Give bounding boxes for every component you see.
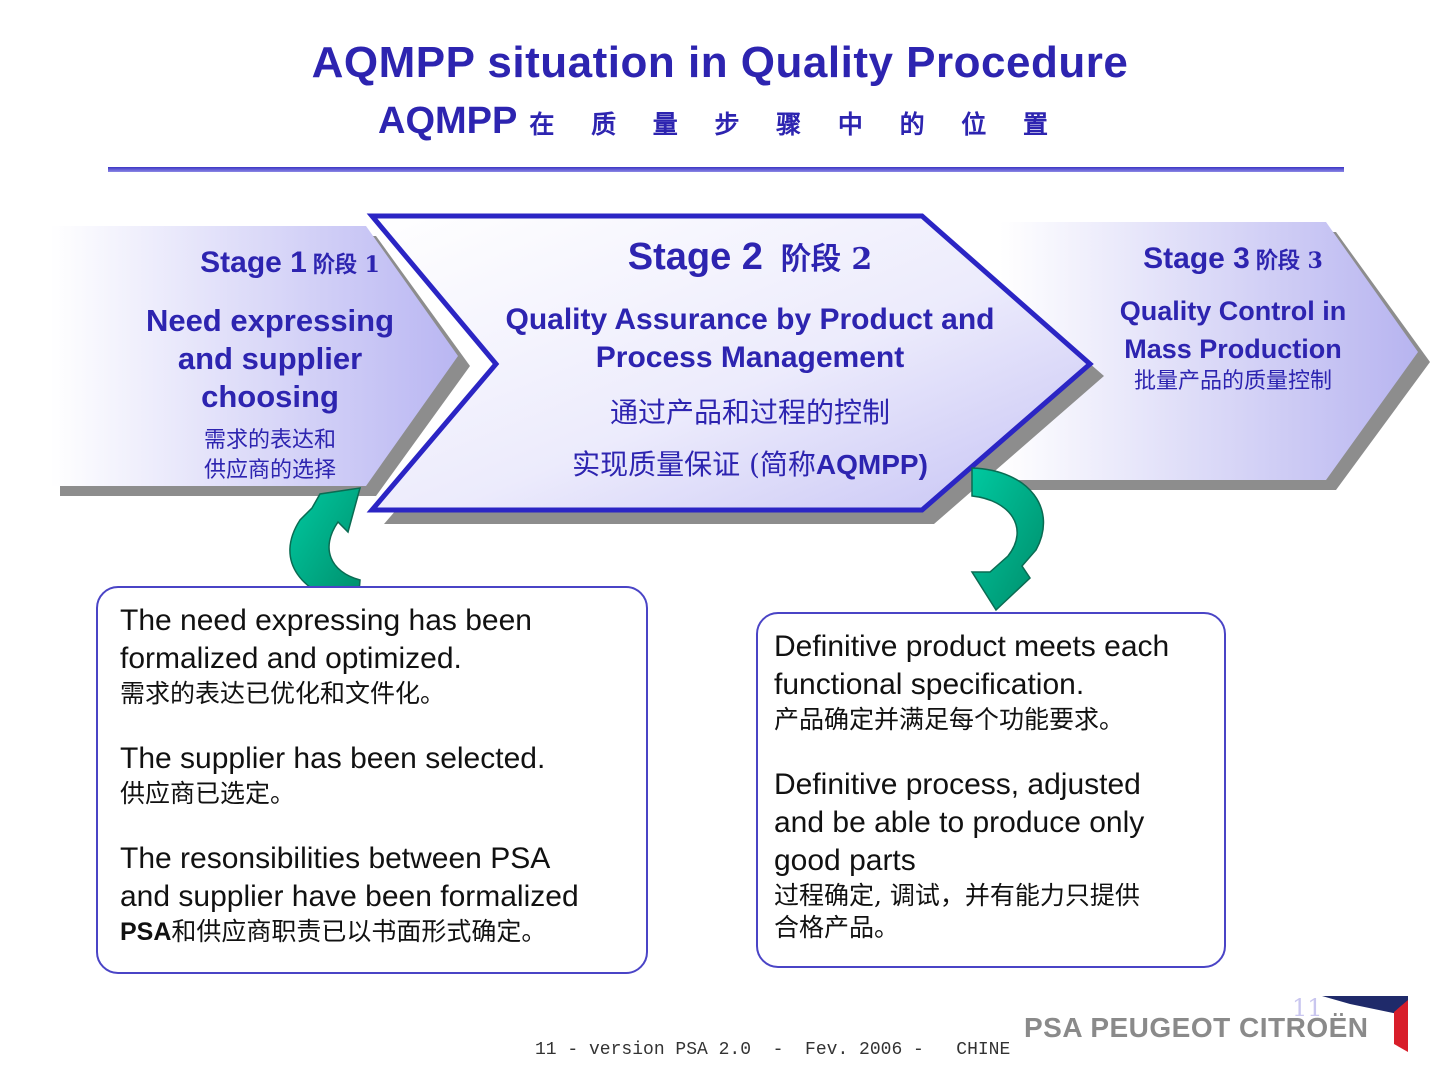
stage2-label-cn: 阶段 2 bbox=[780, 242, 873, 277]
stage2-cn-line: 通过产品和过程的控制 bbox=[609, 396, 890, 429]
outcome-text: Definitive product meets each bbox=[774, 630, 1170, 663]
stage1-description: Need expressing and supplier choosing bbox=[120, 302, 420, 416]
stage1-cn-line: 需求的表达和 bbox=[203, 428, 336, 453]
footer-text: 11 - version PSA 2.0 - Fev. 2006 - CHINE bbox=[535, 1040, 1011, 1060]
outcome-cn-rest: 和供应商职责已以书面形式确定。 bbox=[171, 917, 547, 946]
stage2-line: Quality Assurance by Product and bbox=[505, 303, 995, 336]
outcome-text-cn: PSA和供应商职责已以书面形式确定。 bbox=[120, 916, 646, 948]
right-cycle-arrow bbox=[970, 467, 1045, 612]
outcome-text-cn: 需求的表达已优化和文件化。 bbox=[120, 679, 446, 708]
outcome-text: formalized and optimized. bbox=[120, 642, 462, 675]
outcome-text: and be able to produce only bbox=[774, 806, 1145, 839]
outcome-text: The supplier has been selected. bbox=[120, 742, 546, 775]
stage1-line: choosing bbox=[201, 379, 339, 414]
stage2-cn-bold: AQMPP) bbox=[815, 449, 928, 480]
stage3-label: Stage 3 bbox=[1143, 242, 1250, 275]
stage1-line: Need expressing bbox=[145, 303, 395, 338]
outcome-text: Definitive process, adjusted bbox=[774, 768, 1141, 801]
outcome-text: functional specification. bbox=[774, 668, 1085, 701]
outcome-text-cn: 供应商已选定。 bbox=[120, 779, 296, 808]
stage2-line: Process Management bbox=[595, 341, 905, 374]
psa-logo-mark bbox=[1322, 996, 1408, 1052]
stage3-cn-line: 批量产品的质量控制 bbox=[1133, 369, 1332, 394]
stage2-description-cn: 通过产品和过程的控制 实现质量保证 (简称AQMPP) bbox=[470, 387, 1030, 491]
page-subtitle: AQMPP 在 质 量 步 骤 中 的 位 置 bbox=[0, 100, 1440, 143]
stage1-cn-line: 供应商的选择 bbox=[203, 458, 336, 483]
stage1-outcomes-box: The need expressing has been formalized … bbox=[96, 586, 648, 974]
title-divider bbox=[108, 167, 1344, 172]
stage1-line: and supplier bbox=[177, 341, 363, 376]
stage1-label-cn: 阶段 1 bbox=[312, 252, 380, 278]
stage2-text: Stage 2 阶段 2 Quality Assurance by Product… bbox=[470, 234, 1030, 491]
psa-logo-text: PSA PEUGEOT CITROËN bbox=[1024, 1012, 1369, 1043]
stage2-heading: Stage 2 阶段 2 bbox=[470, 234, 1030, 279]
outcome-text: The need expressing has been bbox=[120, 604, 532, 637]
subtitle-latin: AQMPP bbox=[378, 100, 518, 142]
subtitle-chinese: 在 质 量 步 骤 中 的 位 置 bbox=[529, 110, 1062, 139]
outcome-text: The resonsibilities between PSA bbox=[120, 842, 551, 875]
page-number: 11 bbox=[1292, 994, 1323, 1022]
outcome-cn-prefix: PSA bbox=[120, 918, 172, 946]
stage2-cn-line: 实现质量保证 (简称AQMPP) bbox=[470, 439, 1030, 491]
stage1-chevron bbox=[50, 226, 470, 496]
stage3-description-cn: 批量产品的质量控制 bbox=[1080, 368, 1386, 396]
page-title: AQMPP situation in Quality Procedure bbox=[311, 38, 1129, 87]
stage2-label: Stage 2 bbox=[627, 236, 763, 278]
stage3-line: Mass Production bbox=[1124, 334, 1342, 364]
stage3-label-cn: 阶段 3 bbox=[1255, 248, 1323, 274]
outcome-text-cn: 产品确定并满足每个功能要求。 bbox=[774, 705, 1125, 734]
stage2-cn-prefix: 实现质量保证 (简称 bbox=[572, 448, 816, 481]
stage1-label: Stage 1 bbox=[200, 246, 307, 279]
stage3-line: Quality Control in bbox=[1119, 296, 1347, 326]
stage2-chevron bbox=[366, 213, 1104, 524]
stage2-description: Quality Assurance by Product and Process… bbox=[470, 301, 1030, 377]
outcome-text-cn: 合格产品。 bbox=[774, 913, 900, 942]
outcome-text: good parts bbox=[774, 844, 916, 877]
stage3-description: Quality Control in Mass Production bbox=[1080, 292, 1386, 368]
stage3-chevron bbox=[1000, 222, 1430, 490]
stage1-description-cn: 需求的表达和 供应商的选择 bbox=[120, 426, 420, 486]
stage2-outcomes-box: Definitive product meets each functional… bbox=[756, 612, 1226, 968]
outcome-text: and supplier have been formalized bbox=[120, 880, 579, 913]
outcome-text-cn: 过程确定, 调试，并有能力只提供 bbox=[774, 881, 1140, 910]
